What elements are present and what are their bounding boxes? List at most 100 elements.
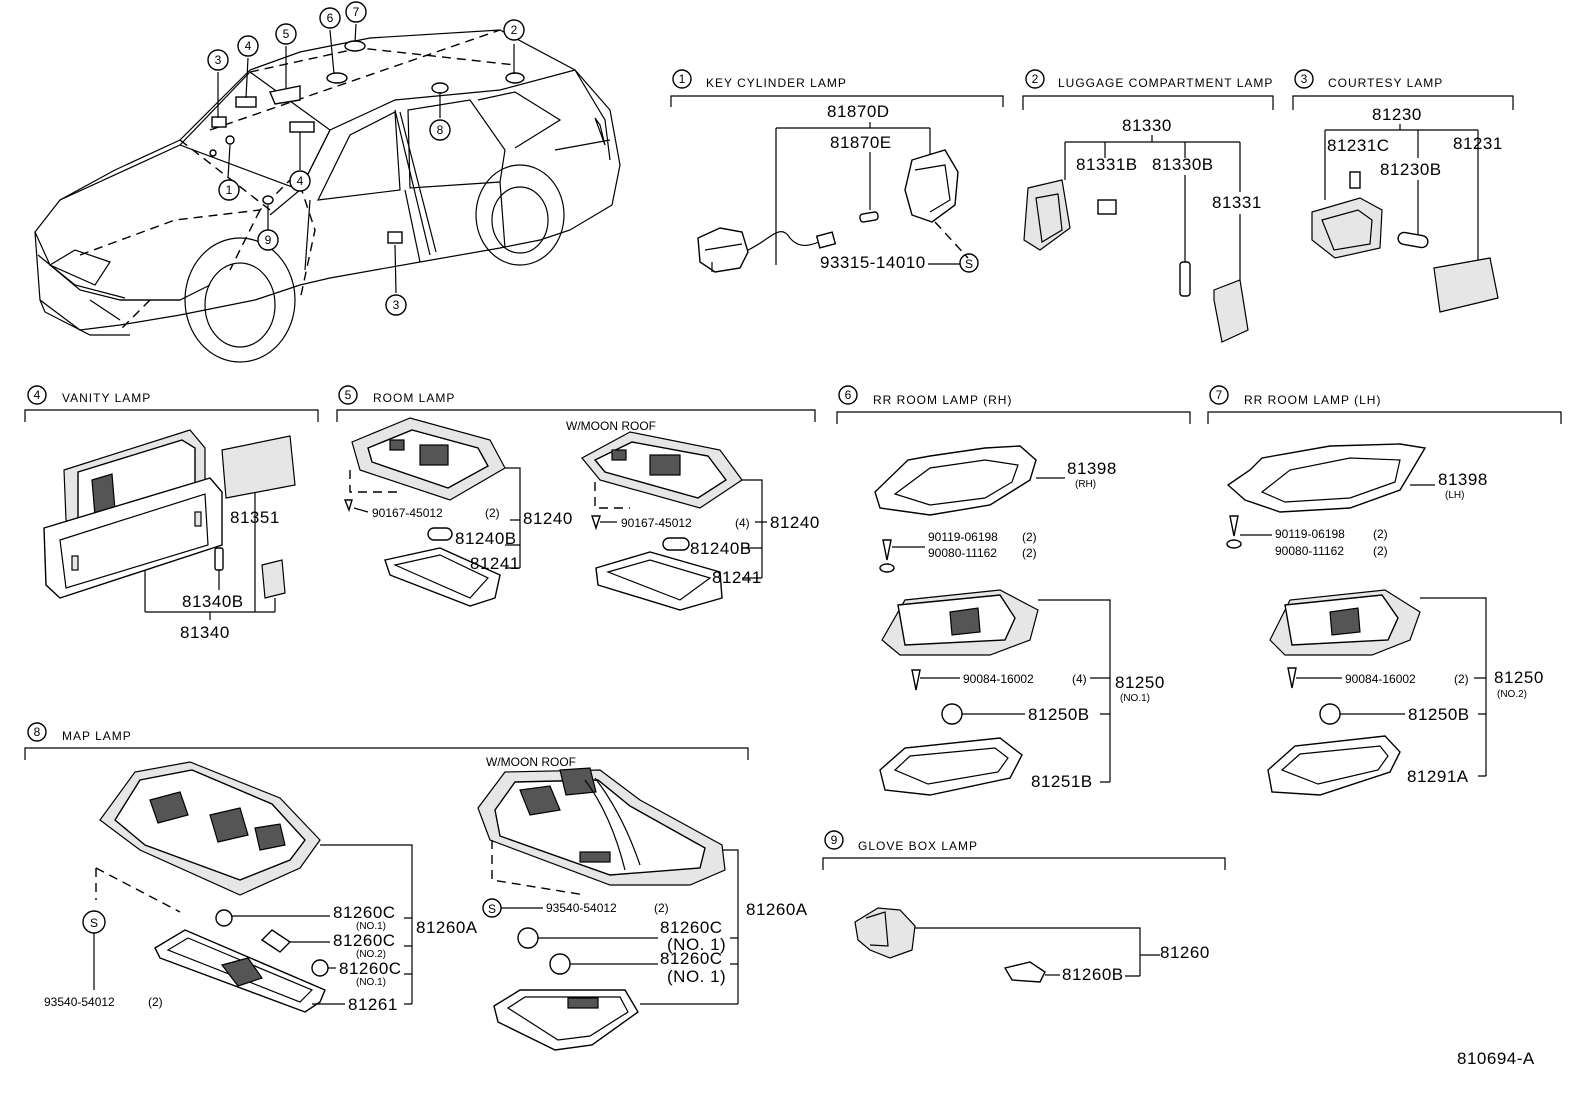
section-number: 8	[34, 725, 41, 739]
part-note: (NO.1)	[1120, 693, 1150, 704]
car-callout-circle	[275, 23, 297, 45]
part-number-81870E: 81870E	[830, 133, 892, 152]
part-number-81250B: 81250B	[1028, 705, 1090, 724]
room-lamp-moonroof-lens	[595, 551, 723, 611]
car-callout-circle	[237, 35, 259, 57]
part-number-81250: 81250	[1115, 673, 1165, 692]
part-number-81231C: 81231C	[1327, 136, 1390, 155]
section-number: 4	[34, 388, 41, 402]
section-vanity-lamp: 4 VANITY LAMP 81351 81340B 81340	[24, 385, 319, 642]
section-number: 7	[1216, 388, 1223, 402]
car-callout-number: 8	[437, 123, 444, 137]
car-callout-number: 4	[297, 174, 304, 188]
part-number-81231: 81231	[1453, 134, 1503, 153]
section-title: LUGGAGE COMPARTMENT LAMP	[1058, 76, 1273, 90]
part-number-81260C: 81260C	[333, 903, 396, 922]
section-number: 3	[1301, 72, 1308, 86]
car-callout-number: 5	[283, 27, 290, 41]
part-number-81340B: 81340B	[182, 592, 244, 611]
quantity: (4)	[735, 516, 750, 530]
part-number-81250B: 81250B	[1408, 705, 1470, 724]
rr-room-lamp-lens-lh	[1267, 735, 1401, 796]
section-title: VANITY LAMP	[62, 391, 151, 405]
part-number-90084-16002: 90084-16002	[1345, 672, 1416, 686]
quantity: (2)	[148, 995, 163, 1009]
car-callout-circle	[385, 294, 407, 316]
luggage-lamp-lens	[1213, 279, 1249, 343]
car-callout-number: 7	[353, 5, 360, 19]
part-number-81260A: 81260A	[416, 918, 478, 937]
part-number-81260C: 81260C	[339, 959, 402, 978]
part-number-81330: 81330	[1122, 116, 1172, 135]
part-number-81240B: 81240B	[455, 529, 517, 548]
map-lamp-moonroof-lens	[493, 989, 639, 1051]
quantity: (2)	[1454, 672, 1469, 686]
section-room-lamp: 5 ROOM LAMP W/MOON ROOF 90167-45012 (2) …	[336, 385, 819, 611]
rr-room-lamp-bracket-lh	[1226, 443, 1427, 513]
part-note: (NO.2)	[1497, 689, 1527, 700]
courtesy-lamp-lens	[1433, 257, 1499, 313]
car-callout-circle	[218, 179, 240, 201]
part-number-93315-14010: 93315-14010	[820, 253, 926, 272]
figure-code: 810694-A	[1457, 1049, 1535, 1068]
part-number-81230: 81230	[1372, 105, 1422, 124]
section-title: RR ROOM LAMP (LH)	[1244, 393, 1381, 407]
part-number-90084-16002: 90084-16002	[963, 672, 1034, 686]
section-luggage-compartment-lamp: 2 LUGGAGE COMPARTMENT LAMP 81330 81331B …	[1022, 69, 1274, 343]
car-callout-number: 6	[327, 11, 334, 25]
part-number-81291A: 81291A	[1407, 767, 1469, 786]
car-callout-circle	[503, 19, 525, 41]
car-callout-number: 3	[393, 298, 400, 312]
section-title: ROOM LAMP	[373, 391, 455, 405]
courtesy-lamp-housing	[1311, 197, 1383, 259]
section-rr-room-lamp-rh: 6 RR ROOM LAMP (RH) 81398 (RH) 90119-061…	[836, 385, 1191, 796]
part-number-90080-11162: 90080-11162	[1275, 544, 1344, 558]
part-number-81240: 81240	[523, 509, 573, 528]
quantity: (2)	[654, 901, 669, 915]
section-number: 9	[831, 833, 838, 847]
section-number: 6	[845, 388, 852, 402]
part-number-81398: 81398	[1438, 470, 1488, 489]
car-callout-number: 9	[265, 233, 272, 247]
car-callout-circle	[345, 1, 367, 23]
car-callout-circle	[319, 7, 341, 29]
part-number-81261: 81261	[348, 995, 398, 1014]
part-number-81241: 81241	[712, 568, 762, 587]
part-number-81260: 81260	[1160, 943, 1210, 962]
section-rr-room-lamp-lh: 7 RR ROOM LAMP (LH) 81398 (LH) 90119-061…	[1207, 385, 1562, 796]
part-number-81331B: 81331B	[1076, 155, 1138, 174]
car-callout-circle	[289, 170, 311, 192]
part-number-81398: 81398	[1067, 459, 1117, 478]
bulb-note: (NO. 1)	[667, 935, 726, 954]
part-number-81260A: 81260A	[746, 900, 808, 919]
section-title: COURTESY LAMP	[1328, 76, 1443, 90]
variant-label: W/MOON ROOF	[566, 419, 656, 433]
part-number-93540-54012: 93540-54012	[546, 901, 617, 915]
rr-room-lamp-lens-rh	[879, 737, 1023, 796]
part-number-81241: 81241	[470, 554, 520, 573]
part-number-81250: 81250	[1494, 668, 1544, 687]
quantity: (2)	[1373, 527, 1388, 541]
quantity: (4)	[1072, 672, 1087, 686]
part-number-81251B: 81251B	[1031, 772, 1093, 791]
part-number-81260C: 81260C	[660, 918, 723, 937]
standard-part-symbol: S	[90, 916, 98, 930]
part-note: (LH)	[1445, 490, 1464, 501]
standard-part-symbol: S	[488, 902, 496, 916]
section-map-lamp: 8 MAP LAMP W/MOON ROOF S 93540-54012 (2)…	[24, 722, 808, 1051]
section-number: 2	[1032, 72, 1039, 86]
key-cylinder-lamp-ring	[904, 149, 959, 223]
key-cylinder-lamp-body	[697, 227, 749, 273]
section-title: RR ROOM LAMP (RH)	[873, 393, 1012, 407]
section-title: MAP LAMP	[62, 729, 132, 743]
quantity: (2)	[1022, 546, 1037, 560]
section-number: 5	[345, 388, 352, 402]
section-title: GLOVE BOX LAMP	[858, 839, 978, 853]
standard-part-symbol: S	[965, 257, 973, 271]
car-callout-circle	[429, 119, 451, 141]
part-number-93540-54012: 93540-54012	[44, 995, 115, 1009]
car-callout-number: 1	[226, 183, 233, 197]
quantity: (2)	[1373, 544, 1388, 558]
part-number-81240B: 81240B	[690, 539, 752, 558]
